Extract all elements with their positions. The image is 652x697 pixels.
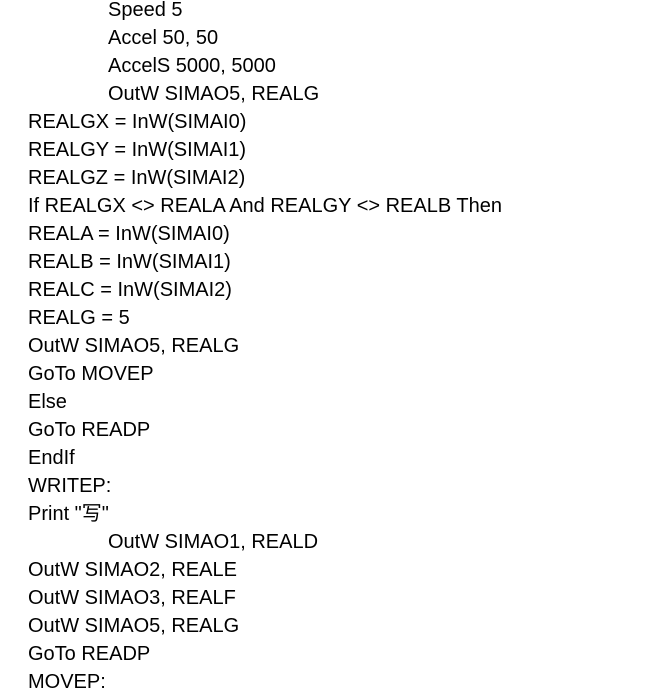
code-line: OutW SIMAO5, REALG [28, 335, 240, 357]
code-line: MOVEP: [28, 671, 106, 693]
code-line: OutW SIMAO3, REALF [28, 587, 236, 609]
code-line: GoTo READP [28, 419, 151, 441]
code-line: OutW SIMAO5, REALG [28, 615, 240, 637]
code-line: If REALGX <> REALA And REALGY <> REALB T… [28, 195, 502, 217]
code-line: Else [28, 391, 67, 413]
code-line: Speed 5 [108, 0, 183, 21]
code-line: REALA = InW(SIMAI0) [28, 223, 230, 245]
code-line: AccelS 5000, 5000 [108, 55, 276, 77]
code-line: OutW SIMAO5, REALG [108, 83, 320, 105]
code-line: OutW SIMAO1, REALD [108, 531, 319, 553]
code-line: Accel 50, 50 [108, 27, 219, 49]
code-line: GoTo READP [28, 643, 151, 665]
code-line: REALG = 5 [28, 307, 130, 329]
code-line: REALB = InW(SIMAI1) [28, 251, 231, 273]
code-line: GoTo MOVEP [28, 363, 154, 385]
code-line: REALGZ = InW(SIMAI2) [28, 167, 246, 189]
code-line: WRITEP: [28, 475, 112, 497]
code-line: REALGY = InW(SIMAI1) [28, 139, 247, 161]
code-line: EndIf [28, 447, 75, 469]
code-line: OutW SIMAO2, REALE [28, 559, 237, 581]
code-line: REALC = InW(SIMAI2) [28, 279, 232, 301]
code-line: REALGX = InW(SIMAI0) [28, 111, 247, 133]
code-line: Print "写" [28, 503, 109, 525]
